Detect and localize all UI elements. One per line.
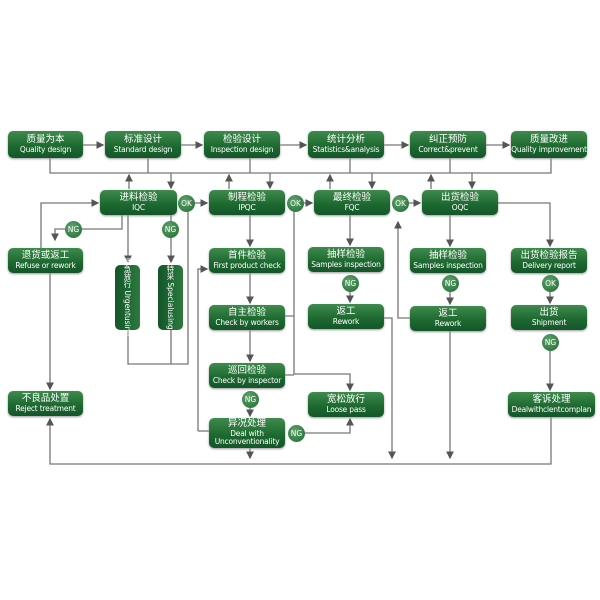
ng-badge: NG [542, 334, 559, 351]
label-zh: 进料检验 [119, 191, 158, 203]
special-using-box: 特采 Specialusing [158, 265, 183, 330]
label-zh: 质量改进 [529, 133, 568, 145]
label-zh: 异况处理 [227, 417, 266, 429]
label-en: Shipment [531, 317, 567, 327]
ng-badge: NG [65, 221, 82, 238]
ok-badge: OK [178, 195, 195, 212]
label-en: FQC [344, 202, 360, 212]
label-en: Correct&prevent [418, 144, 478, 154]
label-en: Samples inspection [413, 260, 483, 270]
label-en: Deal with Unconventionality [214, 428, 280, 447]
label-en: IQC [132, 202, 145, 212]
label-en: First product check [213, 260, 281, 270]
label-en: Reject treatment [15, 403, 76, 413]
label-zh: 客诉处理 [532, 393, 571, 405]
label-zh: 退货或返工 [21, 249, 70, 261]
label-en: Delivery report [522, 260, 576, 270]
label-en: Samples inspection [311, 259, 381, 269]
label-zh: 不良品处置 [21, 392, 70, 404]
label-zh: 首件检验 [227, 249, 266, 261]
ng-badge: NG [442, 275, 459, 292]
label-en: Quality design [19, 144, 72, 154]
label-zh: 出货 [539, 306, 559, 318]
label-zh: 质量为本 [26, 133, 65, 145]
ok-badge: OK [287, 195, 304, 212]
label-zh: 返工 [438, 307, 458, 319]
label-en: Check by inspector [212, 375, 282, 385]
label-zh: 统计分析 [326, 133, 365, 145]
label-en: Statistics&analysis [312, 144, 380, 154]
ng-badge: NG [162, 221, 179, 238]
label-zh: 自主检验 [227, 306, 266, 318]
label-zh: 出货检验报告 [520, 249, 578, 261]
label-zh: 返工 [336, 305, 356, 317]
label-en: Inspection design [210, 144, 274, 154]
ok-badge: OK [542, 275, 559, 292]
label-en: Refuse or rework [15, 260, 76, 270]
urgent-using-box: 紧急放行 Urgentusing [115, 258, 140, 337]
label-en: Standard design [113, 144, 173, 154]
label-en: Rework [332, 316, 360, 326]
label-zh: 巡回检验 [227, 364, 266, 376]
label-en: Loose pass [326, 404, 366, 414]
ng-badge: NG [342, 275, 359, 292]
label-en: Dealwithclentcomplan [511, 404, 592, 414]
label-en: Rework [434, 318, 462, 328]
ok-badge: OK [392, 195, 409, 212]
label-en: IPQC [238, 202, 256, 212]
label-zh: 纠正预防 [428, 133, 467, 145]
label-zh: 宽松放行 [326, 393, 365, 405]
label-zh: 出货检验 [440, 191, 479, 203]
label-en: Quality improvement [511, 144, 587, 154]
label-zh: 检验设计 [222, 133, 261, 145]
label-en: OQC [451, 202, 469, 212]
label-zh: 制程检验 [227, 191, 266, 203]
label-zh: 抽样检验 [326, 248, 365, 260]
ng-badge: NG [288, 425, 305, 442]
label-zh: 最终检验 [332, 191, 371, 203]
ng-badge: NG [242, 391, 259, 408]
label-zh: 抽样检验 [428, 249, 467, 261]
label-en: Check by workers [215, 317, 279, 327]
label-zh: 标准设计 [123, 133, 162, 145]
